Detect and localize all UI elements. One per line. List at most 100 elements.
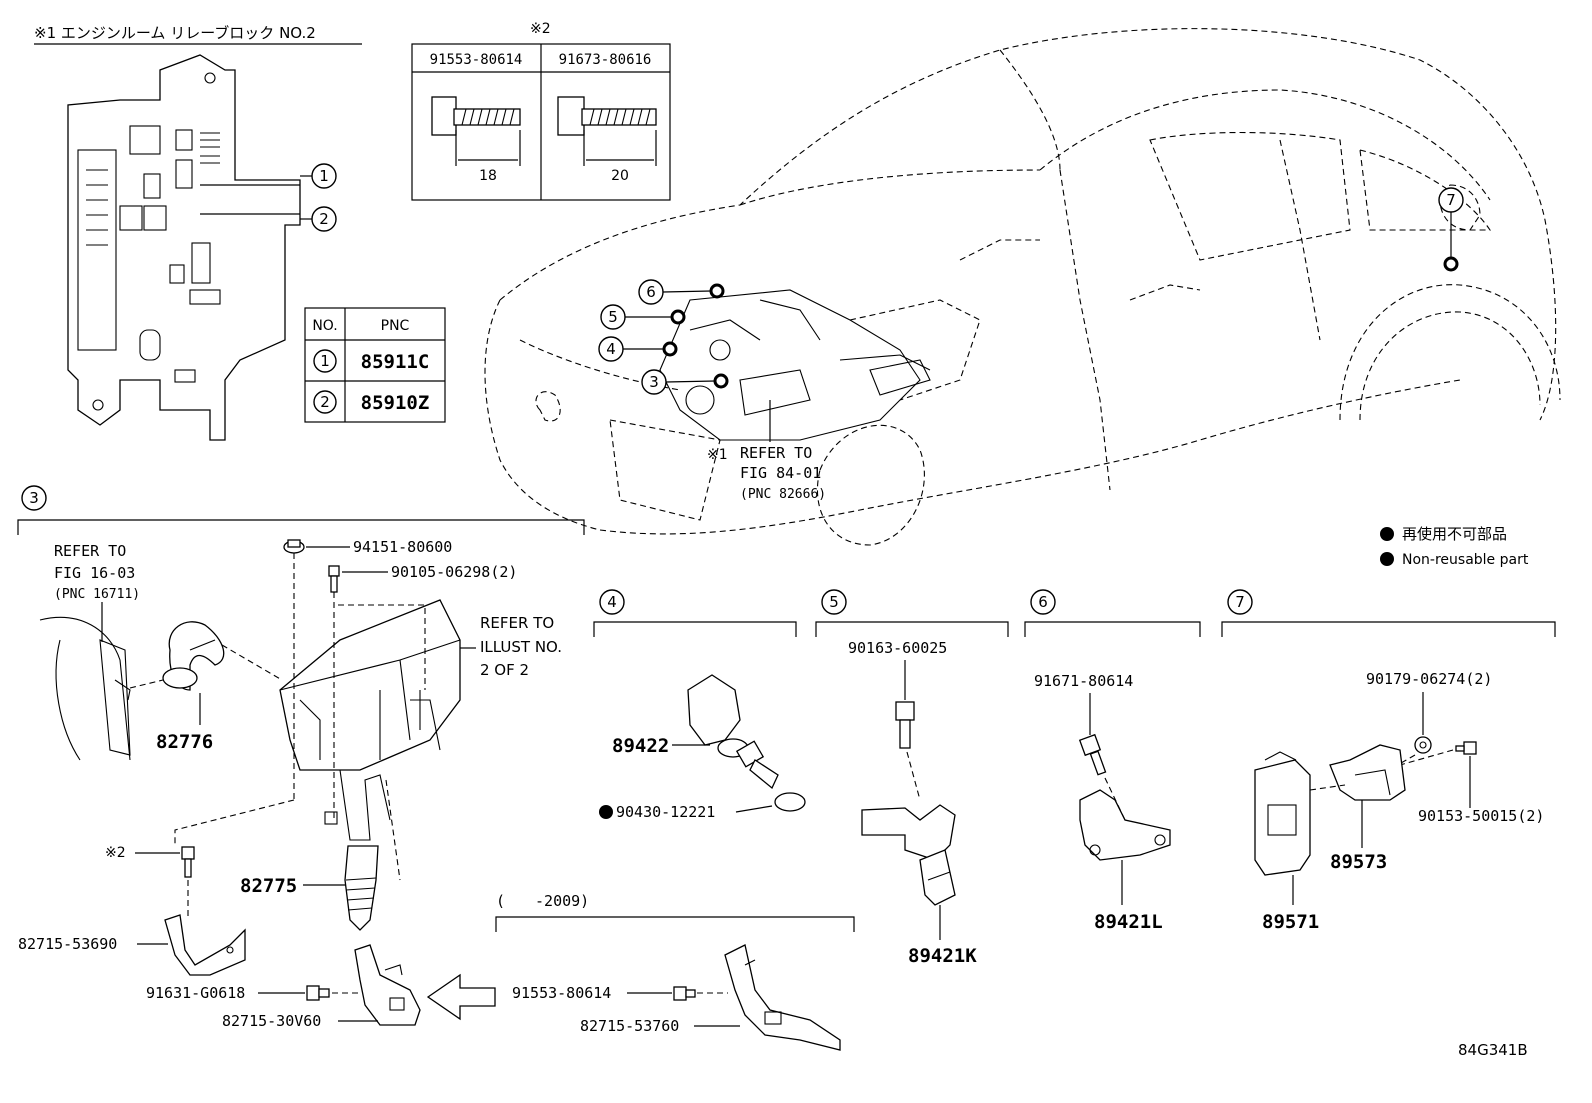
relay-block-drawing [67, 54, 301, 441]
relay-callout-2 [311, 206, 337, 232]
section-3-refer-right-1: REFER TO [480, 614, 554, 632]
part-91671-label: 91671-80614 [1034, 672, 1133, 690]
direction-arrow [426, 973, 496, 1021]
bolt-18-drawing [431, 96, 521, 166]
bracket-89573-drawing [1329, 744, 1406, 801]
sub-period-label: ( -2009) [496, 892, 589, 910]
mark-2-label: ※2 [105, 845, 126, 861]
sensor-89421K-drawing [861, 804, 956, 906]
vehicle-callout-6-label: 6 [646, 283, 656, 301]
part-90163-label: 90163-60025 [848, 639, 947, 657]
part-89421K-label: 89421K [908, 945, 977, 967]
vehicle-refer-line-3: (PNC 82666) [740, 487, 826, 502]
sensor-89421L-drawing [1079, 789, 1171, 861]
pnc-row-2-callout [313, 390, 337, 414]
vehicle-callout-4-label: 4 [606, 340, 616, 358]
relay-callout-2-label: 2 [319, 210, 329, 228]
bolt-length-20: 20 [611, 168, 629, 184]
part-90153-label: 90153-50015(2) [1418, 807, 1544, 825]
nut-90179-drawing [1414, 736, 1432, 754]
radiator-fragment [39, 616, 131, 761]
nut-94151-drawing [283, 539, 305, 554]
part-90179-label: 90179-06274(2) [1366, 670, 1492, 688]
vehicle-callout-6 [638, 279, 664, 305]
location-ring-5 [670, 309, 686, 325]
engine-relay-block-drawing [279, 599, 461, 841]
vehicle-refer-line-1: REFER TO [740, 444, 812, 462]
location-ring-6 [709, 283, 725, 299]
bracket-82715-53760-drawing [724, 944, 841, 1051]
part-89573-label: 89573 [1330, 851, 1387, 873]
bolt-90105-drawing [328, 565, 340, 593]
section-4-callout-label: 4 [607, 593, 617, 611]
location-ring-3 [713, 373, 729, 389]
vehicle-callout-7-label: 7 [1446, 191, 1456, 209]
section-3-callout [21, 485, 47, 511]
section-6: 6 91671-80614 89421L [1024, 589, 1201, 933]
bolt-table-part-2: 91673-80616 [559, 52, 652, 68]
legend-ja: 再使用不可部品 [1402, 525, 1507, 543]
part-91553-label: 91553-80614 [512, 984, 611, 1002]
bracket-82715-30V60-drawing [354, 944, 421, 1026]
part-90430-label: 90430-12221 [616, 803, 715, 821]
part-91631-label: 91631-G0618 [146, 984, 245, 1002]
relay-block-section: ※1 エンジンルーム リレーブロック NO.2 [34, 24, 446, 441]
section-3-callout-label: 3 [29, 489, 39, 507]
bolt-table-title: ※2 [530, 21, 551, 37]
section-3-refer-left-3: (PNC 16711) [54, 587, 140, 602]
ecu-89571-drawing [1254, 751, 1311, 876]
legend: 再使用不可部品 Non-reusable part [1380, 525, 1529, 568]
part-82715-53690-label: 82715-53690 [18, 935, 117, 953]
bolt-91553-drawing [673, 986, 696, 1001]
part-82775-drawing [344, 845, 379, 931]
pnc-row-2-no: 2 [320, 393, 330, 411]
vehicle-refer-line-2: FIG 84-01 [740, 464, 821, 482]
pnc-table: NO. PNC 1 85911C 2 85910Z [304, 307, 446, 423]
bolt-table: ※2 91553-80614 91673-80616 18 20 [411, 21, 671, 201]
vehicle-callout-5 [600, 304, 626, 330]
part-82775-label: 82775 [240, 875, 297, 897]
bolt-91631-drawing [306, 985, 330, 1001]
section-3-refer-left-1: REFER TO [54, 542, 126, 560]
vehicle-callout-3 [641, 369, 667, 395]
relay-block-title: ※1 エンジンルーム リレーブロック NO.2 [34, 24, 316, 42]
part-94151-label: 94151-80600 [353, 538, 452, 556]
non-reusable-dot-90430 [599, 805, 613, 819]
bolt-91671-drawing [1078, 733, 1107, 776]
bolt-mark2-drawing [181, 846, 195, 878]
vehicle-callout-4 [598, 336, 624, 362]
relay-callout-1 [311, 163, 337, 189]
legend-dot-en [1380, 552, 1394, 566]
part-89422-label: 89422 [612, 735, 669, 757]
vehicle-callout-5-label: 5 [608, 308, 618, 326]
part-89422-drawing [687, 674, 779, 790]
section-3: 3 REFER TO FIG 16-03 (PNC 16711) 82776 [17, 485, 855, 1051]
section-5-callout [821, 589, 847, 615]
section-7-callout-label: 7 [1235, 593, 1245, 611]
bracket-82715-53690-drawing [164, 914, 246, 976]
diagram-code: 84G341B [1458, 1041, 1528, 1059]
section-4-callout [599, 589, 625, 615]
pnc-row-1-pnc: 85911C [361, 351, 430, 373]
location-ring-7 [1443, 256, 1459, 272]
bolt-90163-drawing [895, 701, 915, 749]
pnc-row-1-callout [313, 349, 337, 373]
gasket-90430-drawing [774, 792, 806, 812]
part-82715-30V60-label: 82715-30V60 [222, 1012, 321, 1030]
pnc-table-header-no: NO. [312, 318, 337, 334]
legend-dot-ja [1380, 527, 1394, 541]
section-3-refer-right-3: 2 OF 2 [480, 661, 529, 679]
bolt-90153-drawing [1455, 741, 1477, 755]
pnc-row-2-pnc: 85910Z [361, 392, 430, 414]
part-82776-drawing [162, 621, 225, 691]
section-6-callout-label: 6 [1038, 593, 1048, 611]
pnc-table-header-pnc: PNC [381, 318, 410, 334]
vehicle-refer-mark: ※1 [707, 447, 728, 463]
part-90105-label: 90105-06298(2) [391, 563, 517, 581]
vehicle-callout-3-label: 3 [649, 373, 659, 391]
vehicle-drawing: 6 5 4 3 7 ※1 REFER TO FIG 84-01 (PNC 826… [484, 28, 1561, 546]
relay-callout-1-label: 1 [319, 167, 329, 185]
vehicle-callout-7 [1438, 187, 1464, 213]
